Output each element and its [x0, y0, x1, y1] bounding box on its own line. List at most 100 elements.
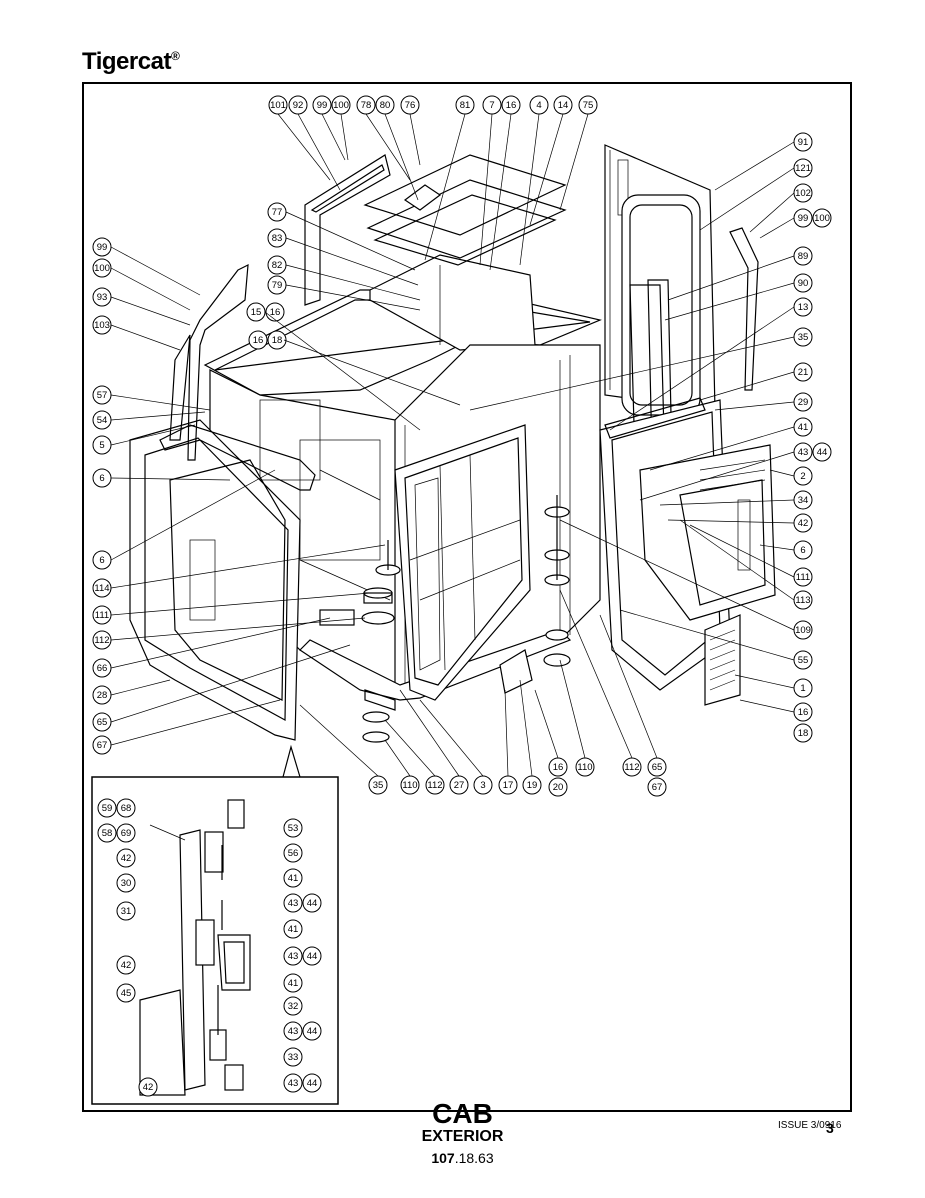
front-window-frame: [394, 424, 531, 701]
callout-label: 68: [121, 803, 132, 814]
callout-label: 92: [293, 100, 304, 111]
callout-label: 103: [94, 320, 110, 331]
brand-name: Tigercat: [82, 48, 171, 75]
callout-circle: [283, 893, 303, 913]
callout-circle: [116, 823, 136, 843]
leader-line: [559, 113, 589, 211]
callout-label: 44: [307, 1026, 318, 1037]
callout-circle: [283, 868, 303, 888]
leader-line: [110, 699, 281, 746]
callout-label: 1: [800, 683, 805, 694]
callout-label: 110: [577, 762, 592, 773]
leader-line: [399, 689, 460, 777]
leader-line: [297, 113, 341, 191]
leader-line: [321, 113, 346, 161]
callout-label: 91: [798, 137, 809, 148]
callout-label: 44: [307, 951, 318, 962]
leader-line: [489, 113, 512, 271]
callout-label: 56: [288, 848, 299, 859]
leader-line: [264, 311, 421, 431]
right-door-panels: [599, 144, 776, 706]
leader-line: [110, 477, 231, 481]
callout-label: 110: [402, 780, 417, 791]
leader-line: [559, 589, 633, 759]
callout-circle: [283, 1047, 303, 1067]
cab-mounts: [319, 495, 571, 743]
callout-label: 78: [361, 100, 372, 111]
callout-label: 81: [460, 100, 471, 111]
callout-label: 16: [798, 707, 809, 718]
callout-circle: [116, 848, 136, 868]
callout-label: 77: [272, 207, 283, 218]
callout-label: 20: [553, 782, 564, 793]
callout-label: 82: [272, 260, 283, 271]
leader-line: [659, 499, 795, 506]
callout-label: 67: [652, 782, 663, 793]
callout-label: 2: [800, 471, 805, 482]
callout-circle: [116, 955, 136, 975]
callout-label: 102: [795, 188, 811, 199]
callout-label: 100: [814, 213, 830, 224]
callout-label: 99: [97, 242, 108, 253]
callout-label: 111: [796, 572, 810, 583]
leader-line: [110, 424, 196, 446]
callout-label: 99: [798, 213, 809, 224]
callout-label: 17: [503, 780, 514, 791]
leader-line: [714, 401, 795, 411]
callout-circle: [116, 901, 136, 921]
leader-line: [110, 324, 181, 351]
callout-label: 99: [317, 100, 328, 111]
leader-line: [699, 371, 795, 401]
callout-label: 6: [99, 555, 104, 566]
callout-circle: [283, 973, 303, 993]
callout-label: 59: [102, 803, 113, 814]
callout-label: 35: [373, 780, 384, 791]
leader-line: [734, 674, 795, 689]
callout-label: 44: [307, 898, 318, 909]
callout-circle: [548, 777, 568, 797]
callout-circle: [283, 946, 303, 966]
callout-label: 112: [427, 780, 442, 791]
title-rule-left: [305, 1111, 427, 1112]
callout-label: 113: [795, 595, 810, 606]
callout-circle: [302, 946, 322, 966]
leader-line: [759, 544, 795, 551]
leader-line: [639, 451, 795, 501]
callout-circle: [97, 823, 117, 843]
leader-line: [689, 524, 795, 578]
leader-line: [110, 394, 211, 411]
callout-label: 43: [288, 898, 299, 909]
callout-label: 109: [795, 625, 811, 636]
leader-line: [110, 544, 386, 589]
callout-label: 55: [798, 655, 809, 666]
section-subtitle: EXTERIOR: [421, 1128, 504, 1145]
callout-circle: [283, 1021, 303, 1041]
leader-line: [714, 141, 795, 191]
leader-line: [110, 296, 191, 326]
callout-label: 58: [102, 828, 113, 839]
leader-line: [667, 255, 795, 301]
callout-label: 18: [798, 728, 809, 739]
leader-line: [504, 689, 509, 777]
callout-circle: [302, 1073, 322, 1093]
leader-lines: [110, 113, 795, 777]
issue-date: ISSUE 3/0916: [778, 1120, 841, 1131]
callout-circle: [116, 873, 136, 893]
callout-label: 42: [143, 1082, 154, 1093]
leader-line: [384, 113, 419, 201]
callout-label: 80: [380, 100, 391, 111]
title-rule-right: [498, 1111, 852, 1112]
leader-line: [529, 113, 564, 226]
document-number: 107.18.63: [0, 1150, 925, 1166]
leader-line: [110, 644, 351, 723]
callout-label: 93: [97, 292, 108, 303]
leader-line: [609, 306, 795, 431]
leader-line: [285, 264, 421, 301]
callout-label: 65: [97, 717, 108, 728]
callout-label: 79: [272, 280, 283, 291]
callout-label: 43: [288, 951, 299, 962]
callout-label: 76: [405, 100, 416, 111]
document-number-rest: .18.63: [454, 1150, 494, 1166]
callout-label: 31: [121, 906, 132, 917]
